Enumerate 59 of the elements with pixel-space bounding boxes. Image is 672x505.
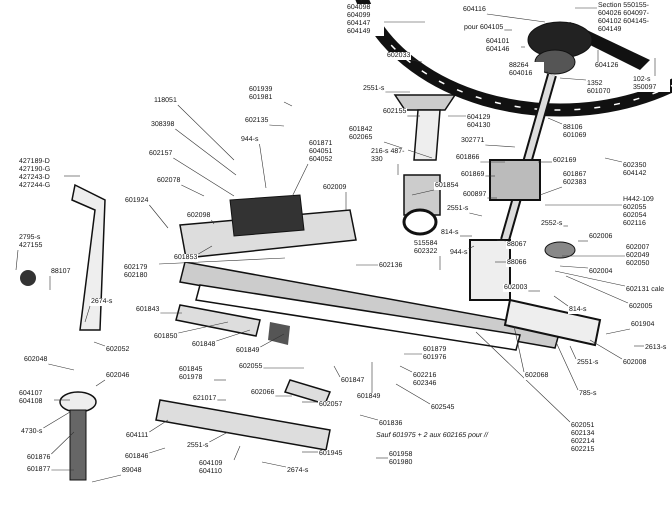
leader-line [178, 322, 228, 334]
leader-line [211, 220, 214, 224]
leader-line [578, 240, 588, 242]
leader-line [396, 384, 430, 404]
leader-line [468, 246, 474, 250]
leader-line [520, 46, 526, 48]
leader-line [540, 186, 562, 196]
leader-line [570, 346, 576, 360]
leader-line [149, 420, 168, 432]
leader-line [94, 342, 106, 346]
leader-line [84, 306, 90, 322]
leader-line [262, 462, 286, 468]
leader-line [181, 184, 204, 196]
leader-line [234, 446, 240, 460]
leader-line [548, 118, 562, 124]
leader-line [514, 326, 524, 372]
leader-line [411, 60, 422, 62]
leader-line [560, 266, 588, 268]
leader-line [198, 246, 212, 254]
leader-line [269, 124, 284, 126]
leader-line [556, 342, 578, 390]
leader-line [476, 332, 570, 422]
leader-line [544, 204, 622, 206]
leader-line [259, 144, 266, 188]
leader-line [356, 264, 378, 266]
leader-line [96, 380, 106, 386]
leader-line [486, 14, 546, 22]
leader-line [175, 128, 236, 176]
leader-line [216, 330, 250, 342]
leader-line [412, 190, 434, 196]
leader-line [400, 366, 412, 372]
leader-line [560, 78, 586, 80]
leader-line [160, 312, 182, 314]
leader-line [43, 412, 70, 428]
leader-line [554, 296, 568, 306]
leader-line [606, 328, 630, 334]
leader-line [496, 240, 506, 242]
leader-line [51, 432, 74, 454]
leader-line [48, 364, 74, 370]
leader-line [173, 158, 234, 196]
leader-line [360, 414, 378, 420]
leader-line [158, 258, 286, 264]
leader-line [209, 432, 228, 442]
leader-line [260, 334, 284, 348]
leader-line [469, 212, 482, 216]
leader-line [604, 158, 622, 162]
leader-line [528, 290, 540, 292]
leader-line [554, 270, 626, 286]
leader-line [590, 340, 622, 360]
leader-line [566, 276, 628, 304]
leader-line [654, 58, 656, 76]
leader-line [149, 204, 168, 228]
leader-line [384, 142, 432, 158]
leader-line [16, 250, 18, 270]
leader-line [485, 144, 516, 148]
leader-line [92, 474, 122, 482]
leader-line [149, 448, 166, 454]
leader-line [178, 104, 234, 160]
leader-line [334, 366, 340, 378]
